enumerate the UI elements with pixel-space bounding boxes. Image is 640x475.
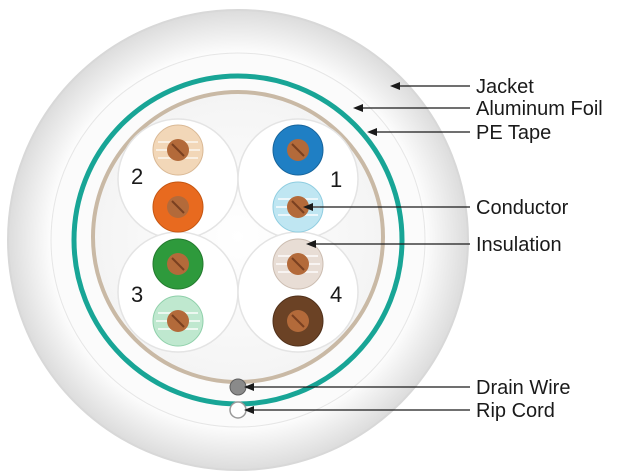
jacket-arrowhead — [390, 82, 400, 90]
rip-cord-label: Rip Cord — [476, 400, 555, 422]
pair-4-wire-b — [272, 295, 324, 347]
pair-number-1: 1 — [330, 167, 342, 192]
rip-cord — [229, 401, 247, 419]
insulation-label: Insulation — [476, 234, 562, 256]
pair-number-3: 3 — [131, 282, 143, 307]
rip-cord-arrowhead — [244, 406, 254, 414]
pair-3-wire-b — [152, 295, 204, 347]
conductor-arrowhead — [303, 203, 313, 211]
drain-wire-arrowhead — [244, 383, 254, 391]
pair-4-wire-a — [272, 238, 324, 290]
pair-2-wire-a — [152, 124, 204, 176]
pe-tape-label: PE Tape — [476, 122, 551, 144]
aluminum-foil-label: Aluminum Foil — [476, 98, 603, 120]
drain-wire — [229, 378, 247, 396]
conductor-label: Conductor — [476, 197, 569, 219]
pair-3-wire-a — [152, 238, 204, 290]
foil-arrowhead — [353, 104, 363, 112]
pair-2-wire-b — [152, 181, 204, 233]
pair-1-wire-a — [272, 124, 324, 176]
jacket-label: Jacket — [476, 76, 534, 98]
insulation-arrowhead — [306, 240, 316, 248]
pair-1-wire-b — [272, 181, 324, 233]
pair-number-4: 4 — [330, 282, 342, 307]
drain-wire-label: Drain Wire — [476, 377, 570, 399]
pe-tape-arrowhead — [367, 128, 377, 136]
pair-number-2: 2 — [131, 164, 143, 189]
